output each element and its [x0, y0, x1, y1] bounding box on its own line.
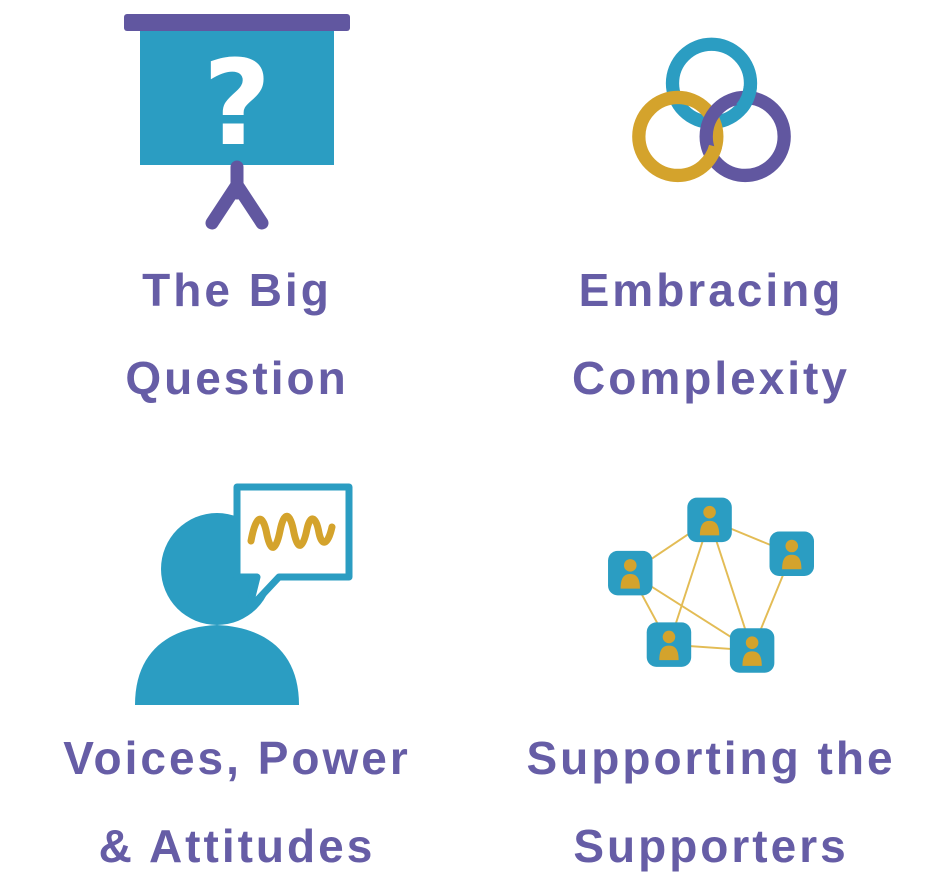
ring-weave-teal [735, 85, 757, 113]
shoulders-silhouette [135, 624, 299, 705]
panel-label: Voices, Power & Attitudes [63, 714, 411, 890]
panel-label: Supporting the Supporters [526, 714, 895, 890]
presentation-question-icon: ? [112, 0, 362, 240]
question-mark-glyph: ? [203, 34, 271, 172]
label-line: Voices, Power [63, 732, 411, 784]
interlocking-rings-graphic [631, 37, 791, 182]
people-network-graphic [607, 497, 814, 673]
person-node [769, 531, 814, 576]
label-line: Supporting the [526, 732, 896, 784]
panel-label: The Big Question [125, 246, 348, 422]
head-speech-scribble-icon [117, 473, 357, 708]
board-top-bar [124, 14, 350, 31]
person-node [729, 628, 774, 673]
label-line: & Attitudes [98, 820, 376, 872]
panel-embracing-complexity: Embracing Complexity [474, 0, 948, 445]
label-line: Embracing [578, 264, 844, 316]
label-line: Question [125, 352, 349, 404]
person-node [686, 497, 732, 543]
person-node [607, 550, 653, 596]
speech-panel [233, 483, 353, 612]
panel-label: Embracing Complexity [572, 246, 850, 422]
presentation-board-graphic: ? [124, 14, 350, 230]
label-line: The Big [142, 264, 332, 316]
board-tripod [205, 160, 269, 230]
people-network-icon [599, 473, 824, 708]
head-speech-graphic [135, 483, 353, 705]
ring-gold [631, 90, 723, 182]
panel-supporting-the-supporters: Supporting the Supporters [474, 445, 948, 890]
person-node [646, 622, 691, 667]
board-screen [140, 31, 334, 165]
voice-scribble [247, 512, 336, 551]
label-line: Supporters [573, 820, 849, 872]
label-line: Complexity [572, 352, 850, 404]
panel-the-big-question: ? The Big Question [0, 0, 474, 445]
ring-weave-gold [698, 143, 722, 170]
panel-voices-power-attitudes: Voices, Power & Attitudes [0, 445, 474, 890]
interlocking-rings-icon [614, 0, 809, 240]
